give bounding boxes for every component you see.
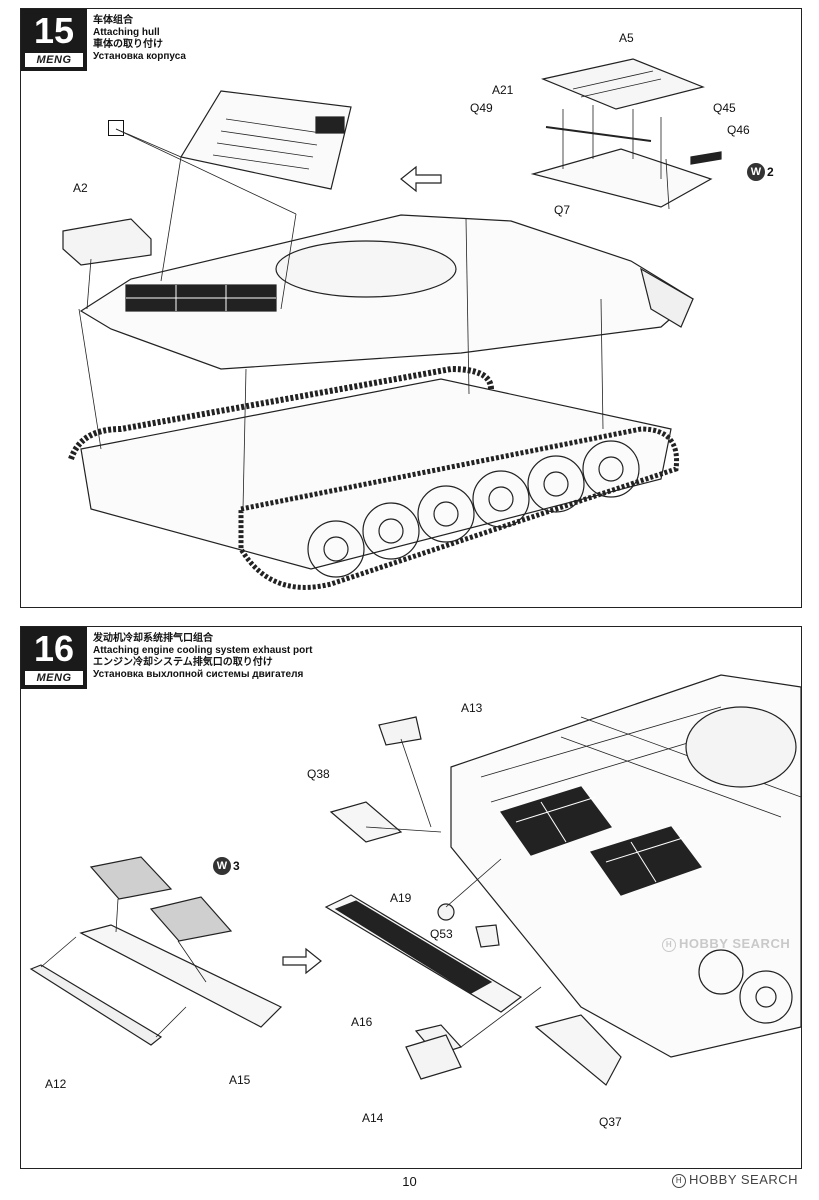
part-a14 — [405, 1034, 462, 1080]
title-jp: 車体の取り付け — [93, 39, 163, 50]
title-cn: 发动机冷却系统排气口组合 — [93, 633, 213, 644]
exhaust-port-illustration — [29, 674, 801, 1086]
part-q53 — [475, 924, 500, 948]
track-right — [238, 426, 680, 590]
part-q38 — [329, 801, 403, 843]
title-jp: エンジン冷却システム排気口の取り付け — [93, 657, 273, 668]
part-w3-sheet-1 — [89, 856, 173, 900]
step-16-badge: 16 MENG — [21, 627, 87, 689]
part-a15 — [79, 924, 283, 1028]
part-label-a16: A16 — [351, 1015, 373, 1029]
part-label-a5: A5 — [619, 31, 634, 45]
page-number: 10 — [402, 1174, 417, 1189]
road-wheels — [307, 440, 640, 578]
rear-wheels — [698, 949, 793, 1024]
part-q37 — [534, 1014, 622, 1086]
paint-badge-w2: W 2 — [747, 163, 774, 181]
engine-deck-plate — [180, 90, 352, 190]
part-label-q7: Q7 — [554, 203, 571, 217]
track-left — [68, 365, 494, 461]
title-cn: 车体组合 — [93, 15, 133, 26]
part-label-a15: A15 — [229, 1073, 251, 1087]
part-label-q49: Q49 — [470, 101, 493, 115]
step-number: 15 — [33, 10, 75, 51]
remove-part-symbol-icon — [108, 120, 124, 136]
watermark-bottom-text: HOBBY SEARCH — [689, 1172, 799, 1187]
title-en: Attaching engine cooling system exhaust … — [93, 645, 313, 656]
part-label-q37: Q37 — [599, 1115, 622, 1129]
part-a2 — [62, 218, 152, 266]
step-16-titles: 发动机冷却系统排气口组合 Attaching engine cooling sy… — [93, 633, 312, 681]
paint-letter: W — [747, 163, 765, 181]
step-number: 16 — [33, 628, 75, 669]
lower-hull — [80, 378, 672, 570]
hull-assembly-illustration — [62, 58, 722, 590]
title-ru: Установка выхлопной системы двигателя — [93, 669, 304, 680]
hobby-search-logo-icon: H — [672, 1173, 686, 1188]
step-16-panel: 16 MENG 发动机冷却系统排气口组合 Attaching engine co… — [20, 626, 802, 1169]
paint-number: 2 — [767, 165, 774, 179]
part-label-a19: A19 — [390, 891, 412, 905]
part-label-a13: A13 — [461, 701, 483, 715]
part-label-q46: Q46 — [727, 123, 750, 137]
part-label-a2: A2 — [73, 181, 88, 195]
step-15-titles: 车体组合 Attaching hull 車体の取り付け Установка ко… — [93, 15, 186, 63]
part-label-a12: A12 — [45, 1077, 67, 1091]
part-a5 — [541, 58, 705, 110]
part-a12 — [29, 964, 163, 1046]
part-a13 — [378, 716, 422, 746]
part-a19 — [437, 903, 455, 921]
paint-number: 3 — [233, 859, 240, 873]
assembly-arrow — [400, 165, 442, 193]
part-q7 — [530, 148, 713, 208]
paint-badge-w3: W 3 — [213, 857, 240, 875]
assembly-arrow — [282, 947, 322, 975]
paint-letter: W — [213, 857, 231, 875]
step-15-panel: 15 MENG 车体组合 Attaching hull 車体の取り付け Уста… — [20, 8, 802, 608]
part-label-q45: Q45 — [713, 101, 736, 115]
hobby-search-logo-icon: H — [662, 937, 676, 952]
title-ru: Установка корпуса — [93, 51, 186, 62]
part-label-q53: Q53 — [430, 927, 453, 941]
part-label-a14: A14 — [362, 1111, 384, 1125]
brand-logo: MENG — [25, 53, 83, 67]
part-label-a21: A21 — [492, 83, 514, 97]
part-label-q38: Q38 — [307, 767, 330, 781]
title-en: Attaching hull — [93, 27, 160, 38]
part-w3-sheet-2 — [149, 896, 233, 942]
watermark-top-text: HOBBY SEARCH — [679, 936, 791, 951]
brand-logo: MENG — [25, 671, 83, 685]
step-15-badge: 15 MENG — [21, 9, 87, 71]
